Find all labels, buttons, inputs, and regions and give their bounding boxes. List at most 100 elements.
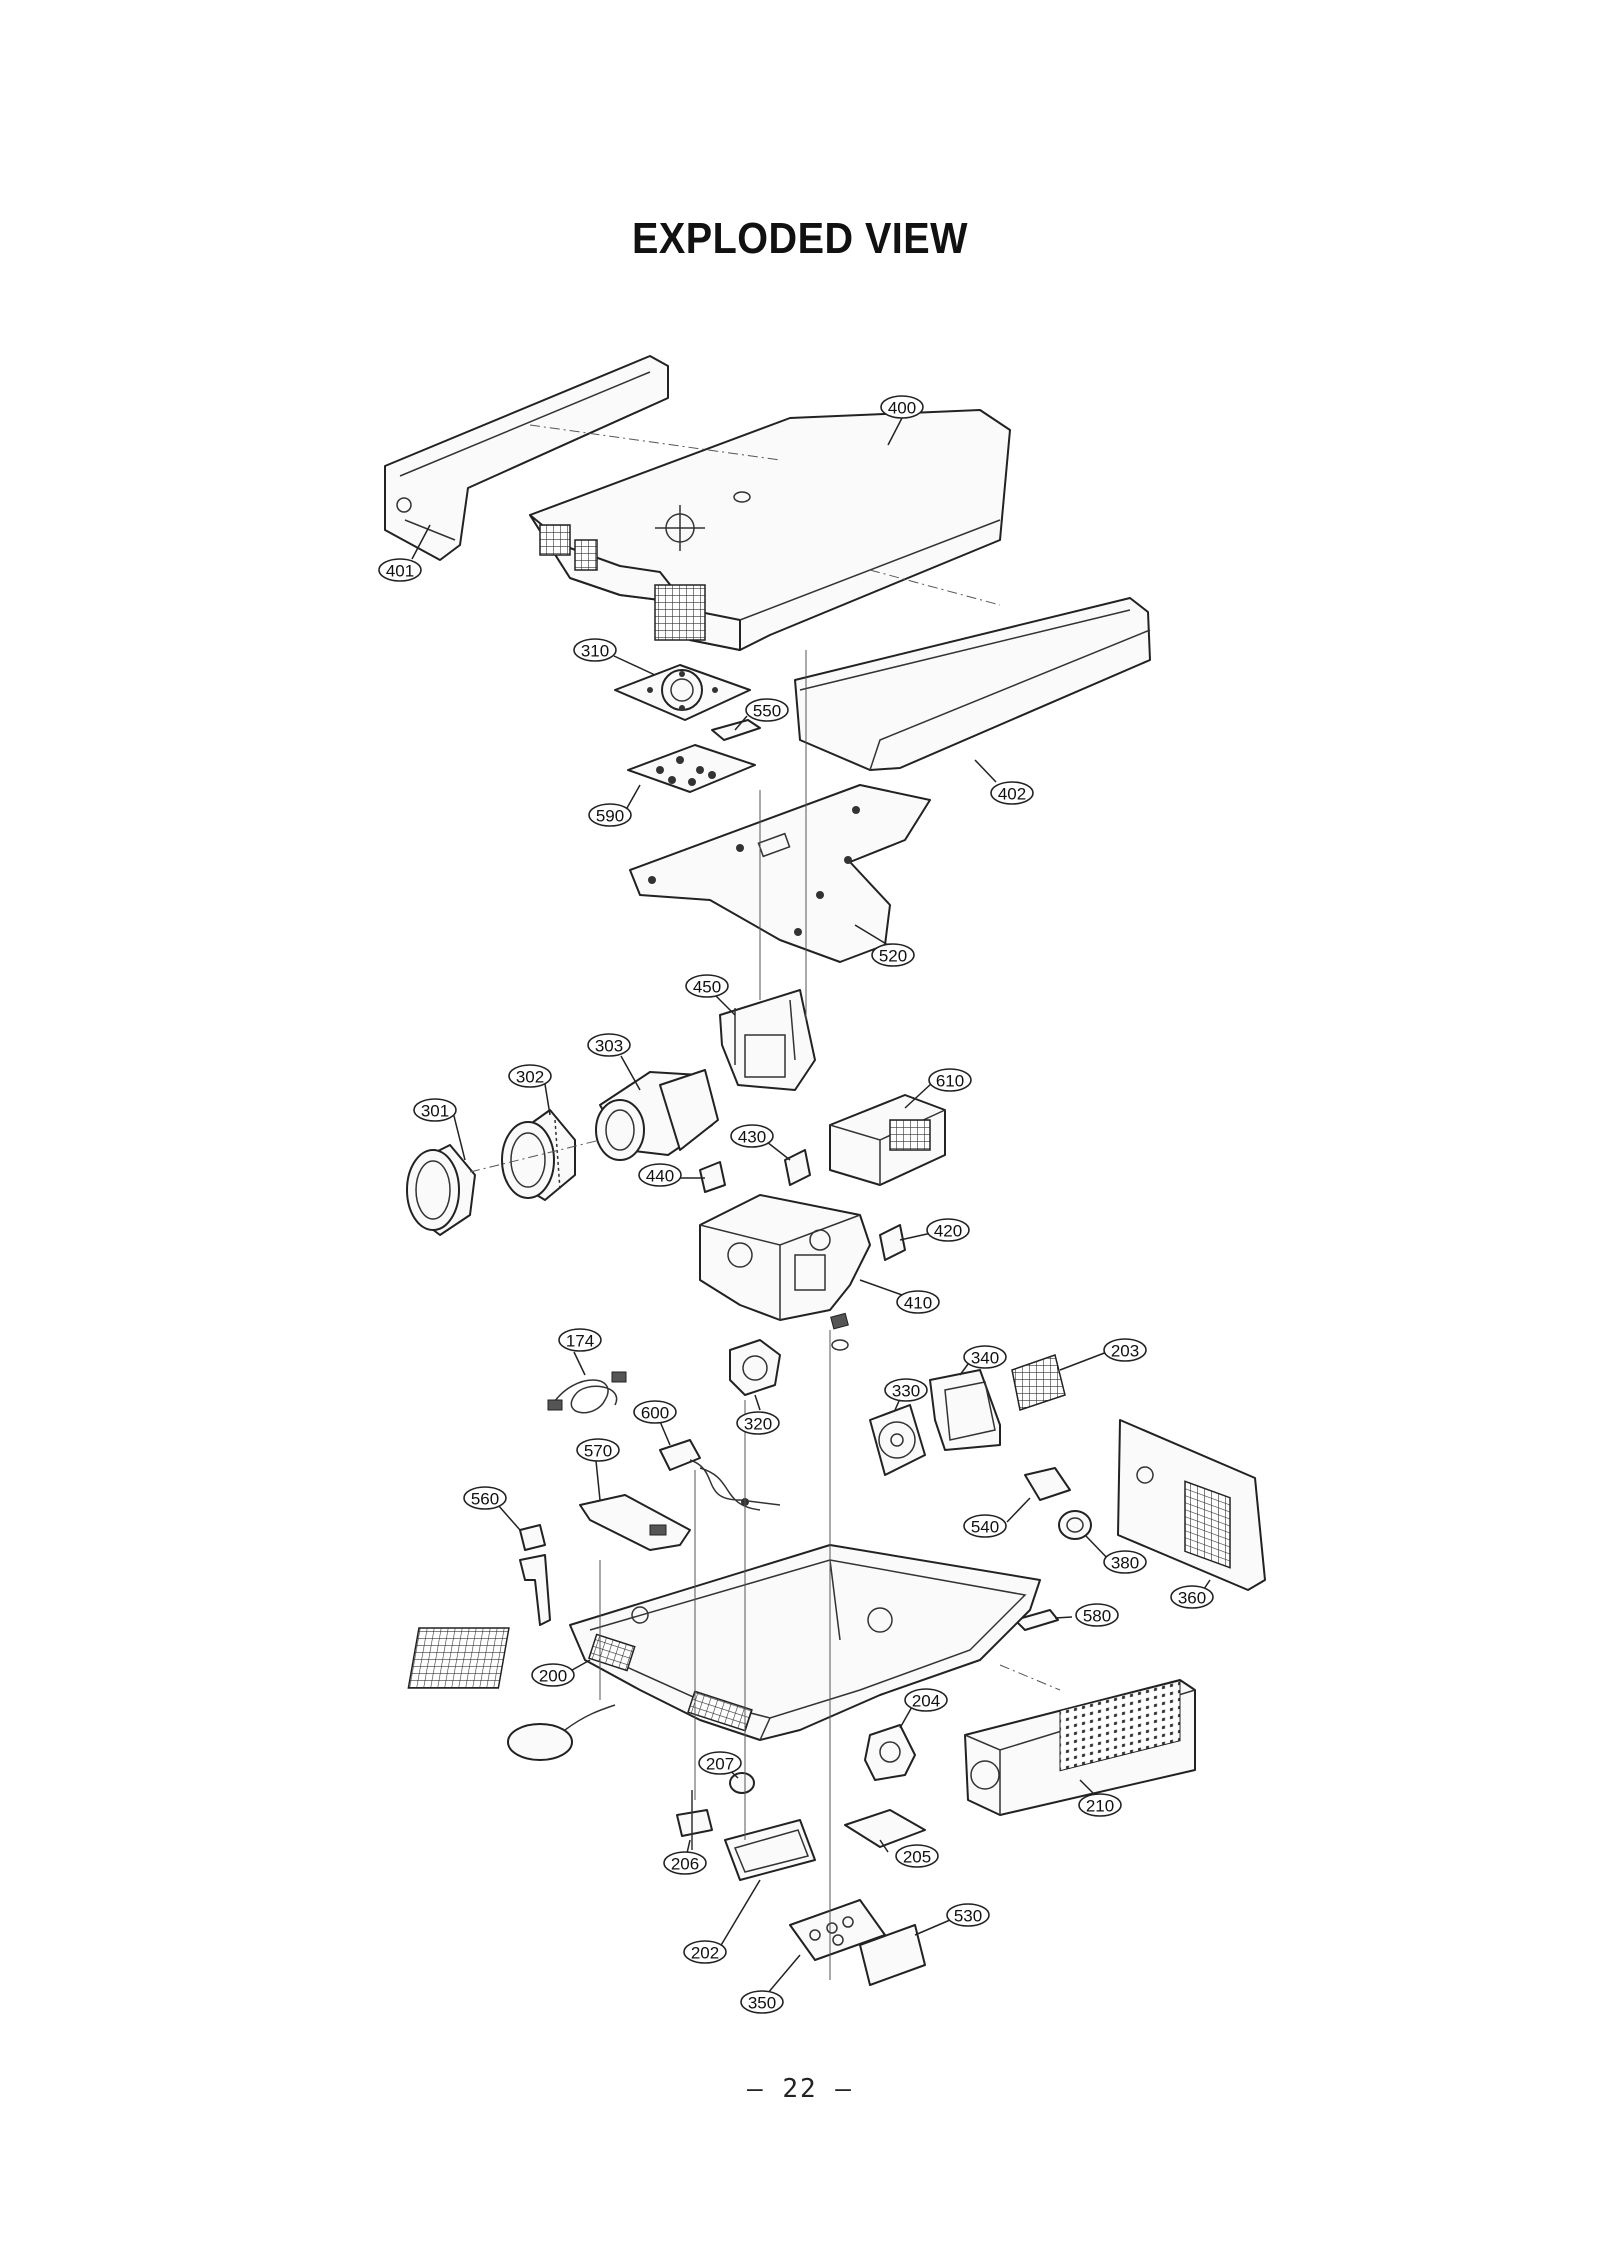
callout-320: 320 bbox=[736, 1411, 780, 1435]
part-450-block bbox=[719, 989, 816, 1091]
svg-text:210: 210 bbox=[1086, 1797, 1114, 1816]
callout-400: 400 bbox=[880, 395, 924, 419]
callout-402: 402 bbox=[990, 781, 1034, 805]
svg-text:320: 320 bbox=[744, 1415, 772, 1434]
part-580-plate bbox=[1014, 1609, 1059, 1631]
callout-610: 610 bbox=[928, 1068, 972, 1092]
callout-303: 303 bbox=[587, 1033, 631, 1057]
callout-550: 550 bbox=[745, 698, 789, 722]
part-570-board bbox=[579, 1494, 691, 1551]
callout-520: 520 bbox=[871, 943, 915, 967]
callout-204: 204 bbox=[904, 1688, 948, 1712]
svg-text:540: 540 bbox=[971, 1518, 999, 1537]
svg-text:450: 450 bbox=[693, 978, 721, 997]
part-200-lower-case bbox=[407, 1544, 1041, 1741]
part-310-bracket bbox=[614, 664, 751, 721]
callout-174: 174 bbox=[558, 1328, 602, 1352]
callout-205: 205 bbox=[895, 1844, 939, 1868]
callout-350: 350 bbox=[740, 1990, 784, 2014]
part-301-zoom-ring bbox=[406, 1144, 476, 1236]
part-340-duct bbox=[929, 1369, 1001, 1451]
callout-301: 301 bbox=[413, 1098, 457, 1122]
callout-210: 210 bbox=[1078, 1793, 1122, 1817]
part-206-bracket bbox=[676, 1790, 713, 1850]
svg-text:402: 402 bbox=[998, 785, 1026, 804]
callout-530: 530 bbox=[946, 1903, 990, 1927]
svg-text:206: 206 bbox=[671, 1855, 699, 1874]
svg-text:590: 590 bbox=[596, 807, 624, 826]
svg-text:380: 380 bbox=[1111, 1554, 1139, 1573]
callout-410: 410 bbox=[896, 1290, 940, 1314]
svg-text:580: 580 bbox=[1083, 1607, 1111, 1626]
part-550-plate bbox=[711, 719, 761, 741]
assembly-guide-lines bbox=[469, 424, 1061, 1980]
svg-text:401: 401 bbox=[386, 562, 414, 581]
page-number: – 22 – bbox=[747, 2074, 853, 2104]
part-lens-cap bbox=[507, 1704, 616, 1761]
part-207-knob bbox=[729, 1772, 755, 1794]
svg-text:200: 200 bbox=[539, 1667, 567, 1686]
svg-text:530: 530 bbox=[954, 1907, 982, 1926]
part-420-frame bbox=[879, 1224, 906, 1261]
callout-330: 330 bbox=[884, 1378, 928, 1402]
callout-590: 590 bbox=[588, 803, 632, 827]
part-360-rear-panel bbox=[1117, 1419, 1266, 1591]
part-380-knob bbox=[1058, 1510, 1092, 1540]
callout-560: 560 bbox=[463, 1486, 507, 1510]
callout-380: 380 bbox=[1103, 1550, 1147, 1574]
callout-340: 340 bbox=[963, 1345, 1007, 1369]
callout-202: 202 bbox=[683, 1940, 727, 1964]
part-402-side-cover bbox=[794, 597, 1151, 771]
page-title: EXPLODED VIEW bbox=[632, 214, 968, 263]
svg-text:550: 550 bbox=[753, 702, 781, 721]
svg-text:410: 410 bbox=[904, 1294, 932, 1313]
svg-text:430: 430 bbox=[738, 1128, 766, 1147]
part-530-plate bbox=[859, 1924, 926, 1986]
svg-text:302: 302 bbox=[516, 1068, 544, 1087]
part-560-bracket bbox=[519, 1524, 551, 1626]
svg-text:440: 440 bbox=[646, 1167, 674, 1186]
callout-570: 570 bbox=[576, 1438, 620, 1462]
svg-text:174: 174 bbox=[566, 1332, 594, 1351]
callout-540: 540 bbox=[963, 1514, 1007, 1538]
callout-200: 200 bbox=[531, 1663, 575, 1687]
callout-207: 207 bbox=[698, 1751, 742, 1775]
callout-310: 310 bbox=[573, 638, 617, 662]
part-303-lens-barrel bbox=[595, 1069, 719, 1161]
svg-text:310: 310 bbox=[581, 642, 609, 661]
part-430-holder bbox=[784, 1149, 811, 1186]
svg-text:203: 203 bbox=[1111, 1342, 1139, 1361]
part-204-lamp-holder bbox=[864, 1724, 916, 1781]
svg-text:207: 207 bbox=[706, 1755, 734, 1774]
part-610-module bbox=[829, 1094, 946, 1186]
svg-text:204: 204 bbox=[912, 1692, 940, 1711]
svg-text:400: 400 bbox=[888, 399, 916, 418]
part-401-front-bezel bbox=[384, 355, 669, 561]
part-410-optical-housing bbox=[699, 1194, 871, 1321]
svg-text:520: 520 bbox=[879, 947, 907, 966]
part-600-ballast bbox=[659, 1439, 781, 1511]
callout-302: 302 bbox=[508, 1064, 552, 1088]
part-210-lamp-housing bbox=[964, 1679, 1196, 1816]
part-202-lamp-door bbox=[724, 1819, 816, 1881]
callout-600: 600 bbox=[633, 1400, 677, 1424]
part-205-plate bbox=[844, 1809, 926, 1848]
svg-text:202: 202 bbox=[691, 1944, 719, 1963]
part-330-fan bbox=[869, 1404, 926, 1476]
svg-text:610: 610 bbox=[936, 1072, 964, 1091]
part-540-bracket bbox=[1024, 1467, 1071, 1501]
callout-420: 420 bbox=[926, 1218, 970, 1242]
svg-text:205: 205 bbox=[903, 1848, 931, 1867]
svg-text:570: 570 bbox=[584, 1442, 612, 1461]
callout-360: 360 bbox=[1170, 1585, 1214, 1609]
svg-text:350: 350 bbox=[748, 1994, 776, 2013]
callout-leaders bbox=[411, 417, 1211, 2001]
svg-text:301: 301 bbox=[421, 1102, 449, 1121]
svg-text:340: 340 bbox=[971, 1349, 999, 1368]
part-320-fan bbox=[729, 1312, 849, 1396]
part-440-holder bbox=[699, 1161, 726, 1193]
part-400-top-cover bbox=[529, 409, 1011, 651]
callout-580: 580 bbox=[1075, 1603, 1119, 1627]
svg-text:560: 560 bbox=[471, 1490, 499, 1509]
